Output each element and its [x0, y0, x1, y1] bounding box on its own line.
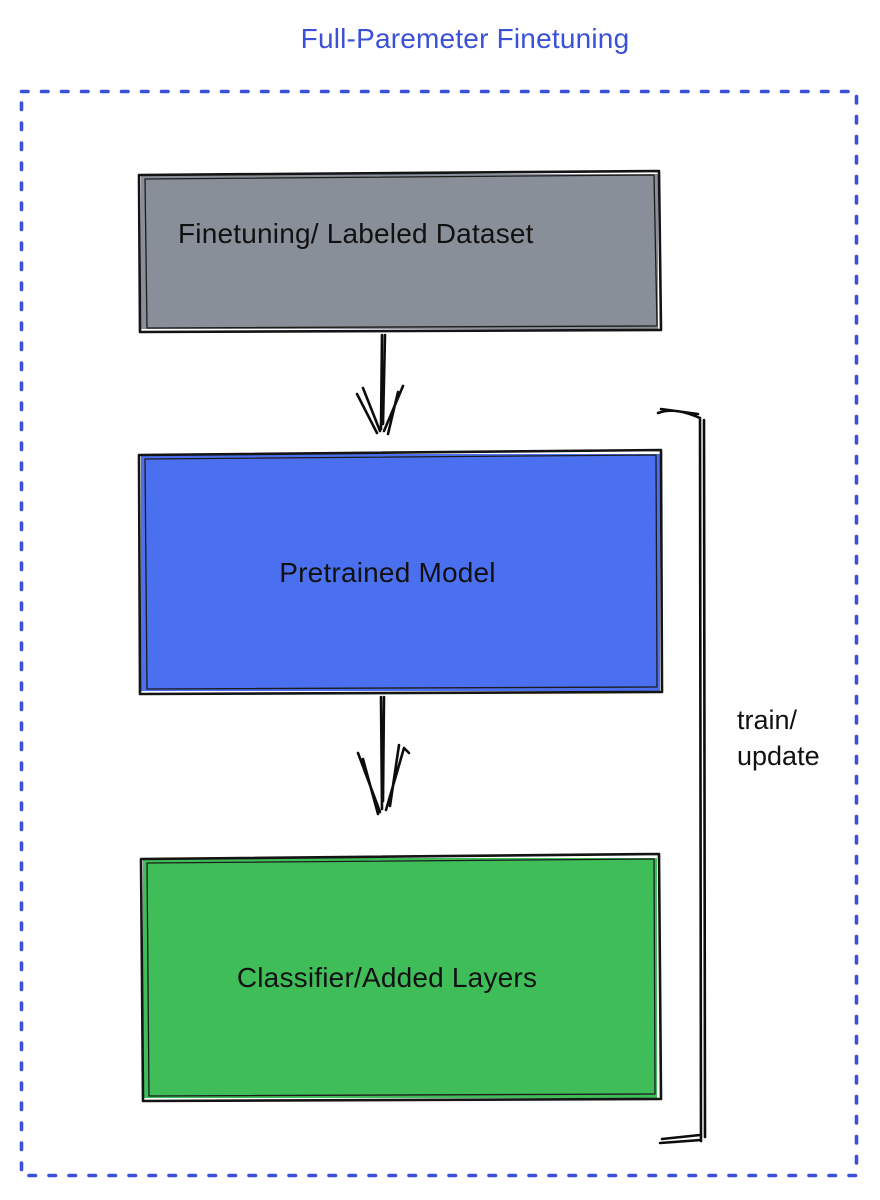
node-pretrained-fill	[141, 454, 660, 691]
diagram-title: Full-Paremeter Finetuning	[300, 23, 630, 54]
node-dataset-outline	[137, 169, 663, 334]
node-classifier-outline	[139, 852, 663, 1103]
node-pretrained-outline-2	[144, 454, 658, 690]
node-dataset-outline-2	[144, 174, 658, 329]
arrow-dataset-to-pretrained	[355, 333, 405, 436]
node-classifier-outline-2	[146, 858, 656, 1097]
node-pretrained-outline	[137, 448, 664, 696]
train-update-label: train/ update	[737, 705, 820, 771]
train-update-bracket	[656, 407, 707, 1145]
node-classifier-fill	[143, 858, 657, 1098]
node-dataset-fill	[141, 174, 658, 329]
arrow-pretrained-to-classifier	[356, 695, 411, 816]
